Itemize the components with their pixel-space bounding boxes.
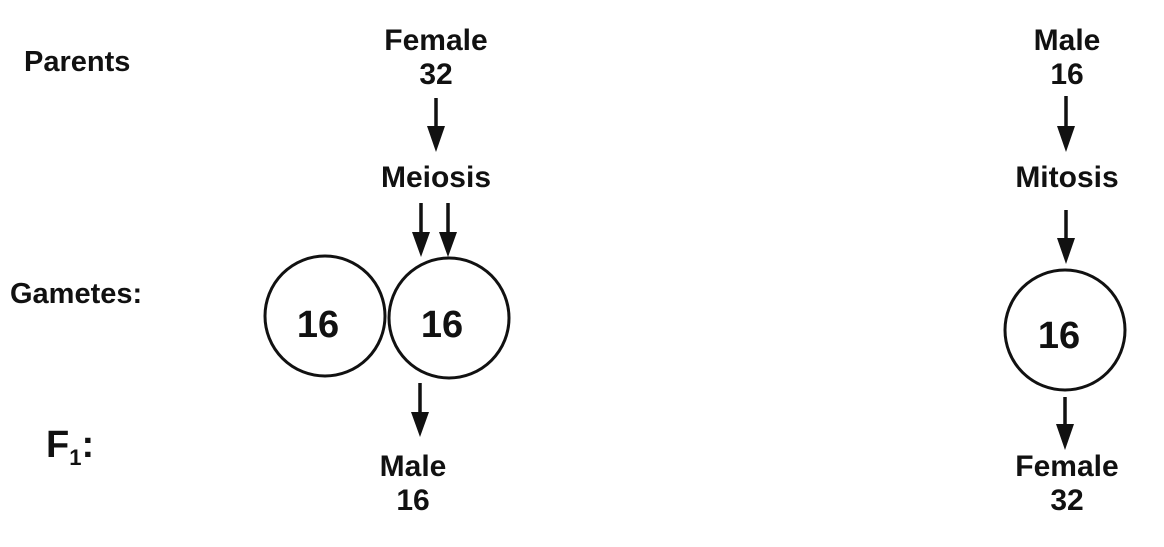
left-offspring-sex: Male [379, 450, 447, 483]
right-offspring: Female 32 [967, 450, 1164, 518]
row-label-gametes: Gametes: [10, 278, 143, 310]
left-process: Meiosis [380, 161, 492, 194]
right-offspring-sex: Female [1015, 450, 1119, 483]
arrow-gametes-to-left-offspring [411, 383, 429, 437]
right-parent: Male 16 [967, 24, 1164, 92]
left-gamete-a-count: 16 [296, 304, 340, 346]
arrows [411, 96, 1075, 450]
f1-letter: F [46, 424, 70, 466]
arrow-right-parent-to-mitosis [1057, 96, 1075, 152]
row-label-f1: F1: [46, 424, 94, 471]
left-gamete-b-count: 16 [420, 304, 464, 346]
left-gamete-circle-b [387, 256, 511, 380]
left-offspring-count: 16 [396, 484, 430, 517]
right-gamete-count: 16 [1037, 315, 1081, 357]
arrow-mitosis-to-gamete [1057, 210, 1075, 264]
right-process: Mitosis [1015, 161, 1119, 194]
f1-colon: : [81, 424, 95, 466]
arrow-meiosis-to-gamete-b [439, 203, 457, 257]
left-parent-sex: Female [384, 24, 488, 57]
arrow-gamete-to-right-offspring [1056, 397, 1074, 450]
right-parent-sex: Male [1033, 24, 1101, 57]
row-label-parents: Parents [24, 46, 131, 78]
left-parent: Female 32 [336, 24, 536, 92]
right-offspring-count: 32 [1050, 484, 1084, 517]
left-gamete-circle-a [263, 254, 387, 378]
arrow-left-parent-to-meiosis [427, 98, 445, 152]
gamete-circles [263, 254, 1127, 392]
left-offspring: Male 16 [313, 450, 513, 518]
f1-subscript: 1 [69, 445, 82, 470]
right-parent-count: 16 [1050, 58, 1084, 91]
left-parent-count: 32 [419, 58, 453, 91]
arrow-meiosis-to-gamete-a [412, 203, 430, 257]
right-gamete-circle [1003, 268, 1127, 392]
